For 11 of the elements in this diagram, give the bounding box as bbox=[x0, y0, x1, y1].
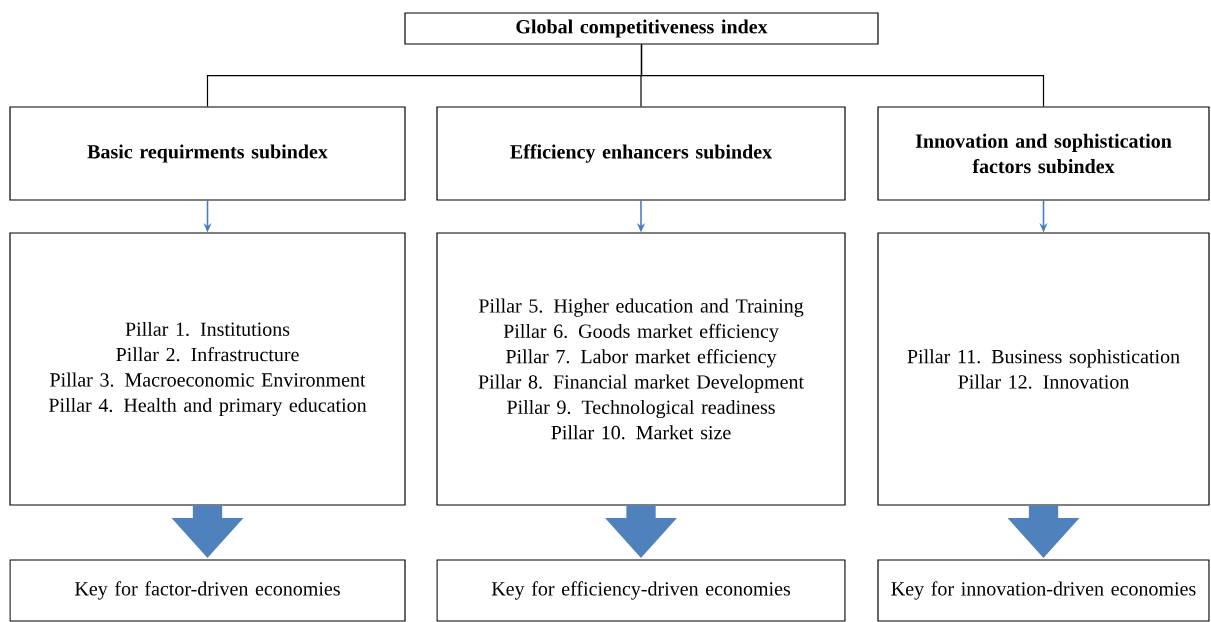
pillar-box: Pillar 11. Business sophistication Pillar 12. Innovation bbox=[877, 232, 1210, 506]
pillar-box: Pillar 1. Institutions Pillar 2. Infrastructure Pillar 3. Macroeconomic Environment Pillar 4. Health and primary education bbox=[9, 232, 406, 506]
subindex-box: Efficiency enhancers subindex bbox=[436, 106, 846, 201]
result-box: Key for efficiency-driven economies bbox=[436, 559, 846, 622]
subindex-box: Basic requirments subindex bbox=[9, 106, 406, 201]
pillar-box: Pillar 5. Higher education and Training Pillar 6. Goods market efficiency Pillar 7. Labor market efficiency Pillar 8. Financial market Development Pillar 9. Technological readiness Pillar 10. Market size bbox=[436, 232, 846, 506]
result-box: Key for factor-driven economies bbox=[9, 559, 406, 622]
result-box: Key for innovation-driven economies bbox=[877, 559, 1210, 622]
subindex-box: Innovation and sophistication factors subindex bbox=[877, 106, 1210, 201]
title-box: Global competitiveness index bbox=[404, 12, 879, 45]
connector-line bbox=[640, 44, 1045, 107]
